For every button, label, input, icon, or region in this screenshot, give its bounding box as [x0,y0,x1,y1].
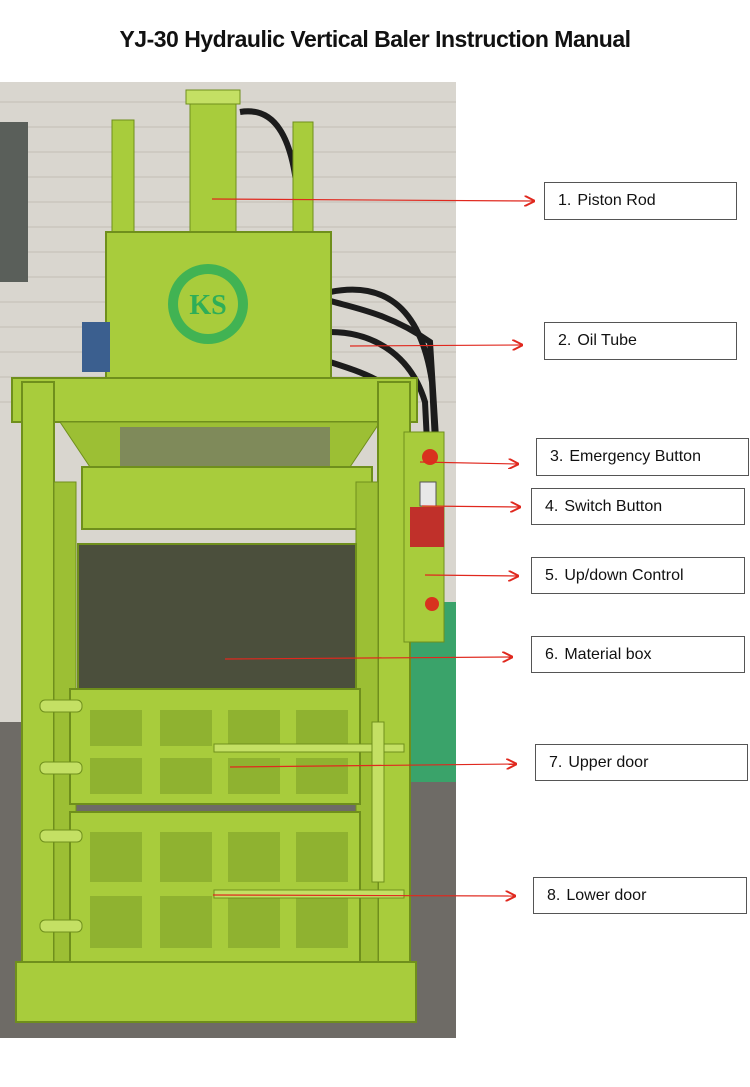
callout-switch-button: 4. Switch Button [531,488,745,525]
callout-lower-door: 8. Lower door [533,877,747,914]
up-down-control-mark [425,597,439,611]
callout-material-box: 6. Material box [531,636,745,673]
brand-logo: KS [168,264,248,344]
motor [82,322,110,372]
door-hinges [39,699,83,933]
right-post [377,381,411,1023]
svg-text:KS: KS [189,290,226,321]
callout-number: 8. [547,886,561,904]
lower-door-art [69,811,405,963]
callout-label: Lower door [566,886,647,904]
callout-up-down-control: 5. Up/down Control [531,557,745,594]
callout-label: Material box [564,645,652,663]
callout-label: Emergency Button [569,448,701,465]
piston-cap [185,89,241,105]
window [0,122,28,282]
callout-label: Up/down Control [564,566,684,584]
callout-piston-rod: 1. Piston Rod [544,182,737,220]
valve-block [410,507,444,547]
door-lever [371,721,385,883]
material-box [77,543,357,690]
callout-number: 4. [545,497,559,515]
callout-emergency-button: 3. Emergency Button [536,438,749,476]
callout-label: Upper door [568,753,649,771]
emergency-button-mark [422,449,438,465]
switch-button-mark [419,481,437,507]
callout-number: 5. [545,566,559,584]
callout-label: Piston Rod [577,192,656,209]
upper-door-art [69,688,405,805]
callout-oil-tube: 2. Oil Tube [544,322,737,360]
page-title: YJ-30 Hydraulic Vertical Baler Instructi… [119,26,631,52]
callout-number: 7. [549,753,563,771]
callout-number: 1. [558,192,572,209]
piston-rod [189,91,237,243]
press-plate-mechanism [120,427,330,467]
top-frame [11,377,418,423]
callout-label: Oil Tube [577,332,637,349]
callout-number: 6. [545,645,559,663]
callout-label: Switch Button [564,497,663,515]
pressing-plate [81,466,373,530]
callout-number: 3. [550,448,564,465]
base-frame [15,961,417,1023]
callout-upper-door: 7. Upper door [535,744,748,781]
callout-number: 2. [558,332,572,349]
baler-photo: KS [0,82,456,1038]
